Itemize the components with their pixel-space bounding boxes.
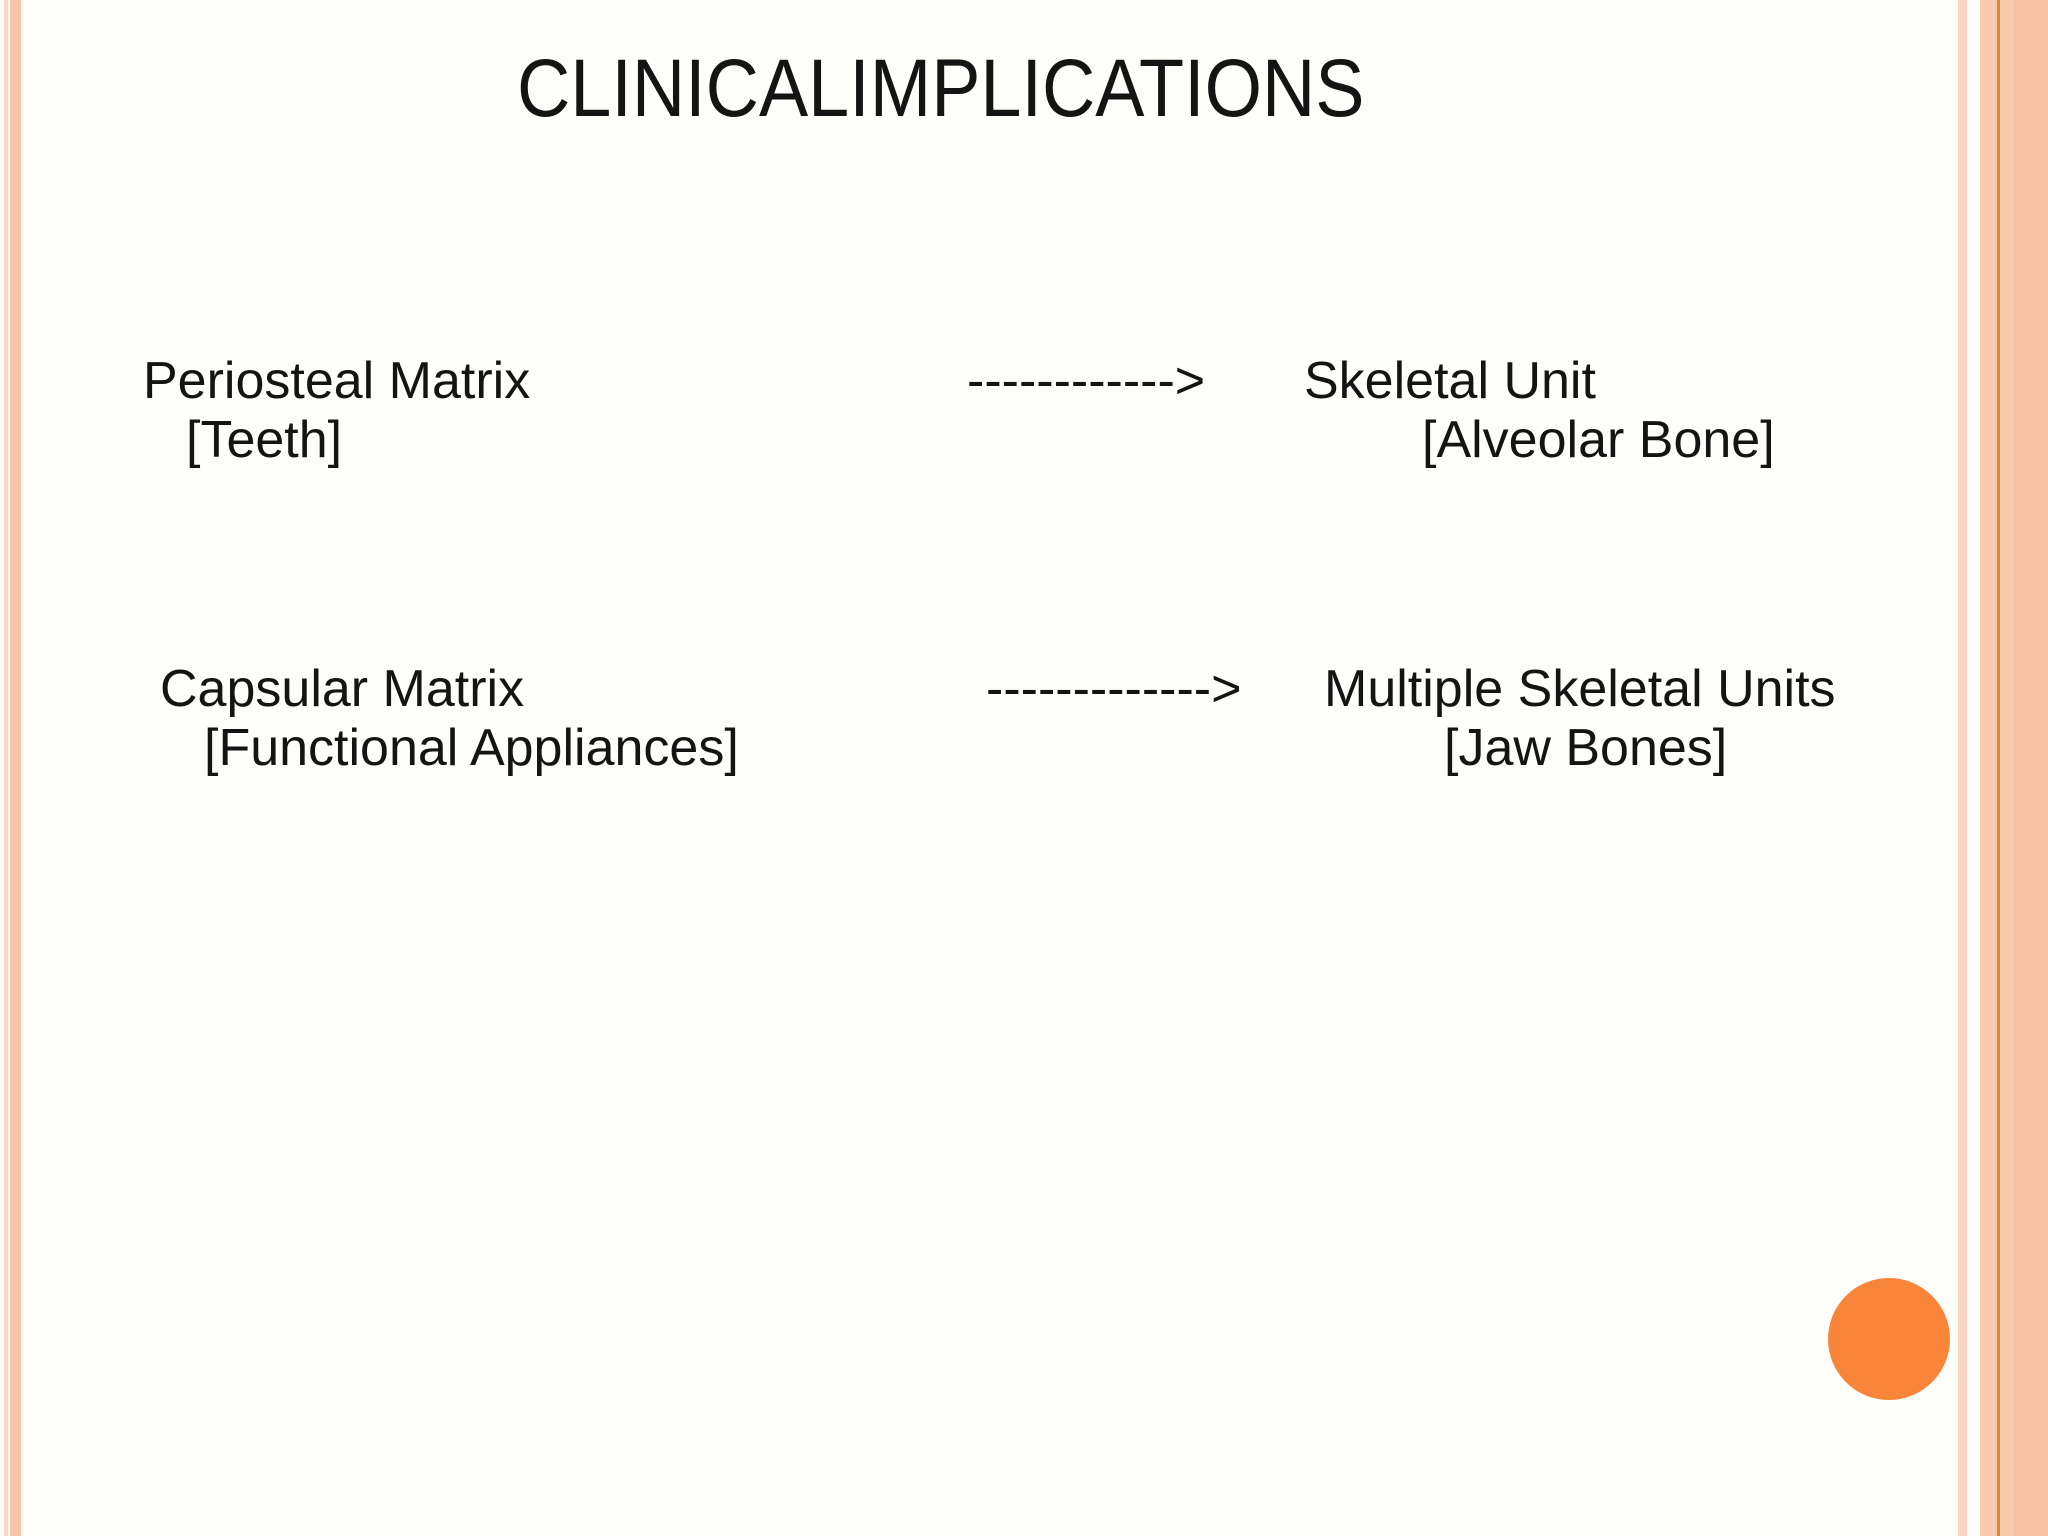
- slide-title: CLINICALIMPLICATIONS: [517, 43, 1365, 134]
- row1-source-block: Periosteal Matrix [Teeth]: [143, 352, 530, 470]
- row2-dashed-arrow: ------------->: [986, 660, 1242, 718]
- right-border-accent-line: [1997, 0, 2000, 1536]
- left-border-wide-stripe: [10, 0, 21, 1536]
- row2-target-block: Multiple Skeletal Units [Jaw Bones]: [1324, 660, 1836, 778]
- row1-target-line1: Skeletal Unit: [1304, 352, 1596, 410]
- row2-source-line2: [Functional Appliances]: [204, 719, 739, 777]
- row2-source-block: Capsular Matrix [Functional Appliances]: [160, 660, 739, 778]
- row1-target-block: Skeletal Unit [Alveolar Bone]: [1304, 352, 1775, 470]
- right-border-outer-band: [2014, 0, 2048, 1536]
- accent-circle: [1828, 1278, 1950, 1400]
- row2-target-line2: [Jaw Bones]: [1444, 719, 1728, 777]
- row2-source-line1: Capsular Matrix: [160, 660, 525, 718]
- right-border-mid-stripe: [1980, 0, 1997, 1536]
- row1-target-line2: [Alveolar Bone]: [1422, 411, 1775, 469]
- row1-source-line2: [Teeth]: [186, 411, 343, 469]
- row1-dashed-arrow: ------------>: [967, 352, 1206, 410]
- row1-source-line1: Periosteal Matrix: [143, 352, 531, 410]
- right-border-inner-stripe: [1958, 0, 1967, 1536]
- left-border-thin-stripe: [4, 0, 8, 1536]
- row2-target-line1: Multiple Skeletal Units: [1324, 660, 1836, 718]
- right-border-mid-stripe-2: [2000, 0, 2014, 1536]
